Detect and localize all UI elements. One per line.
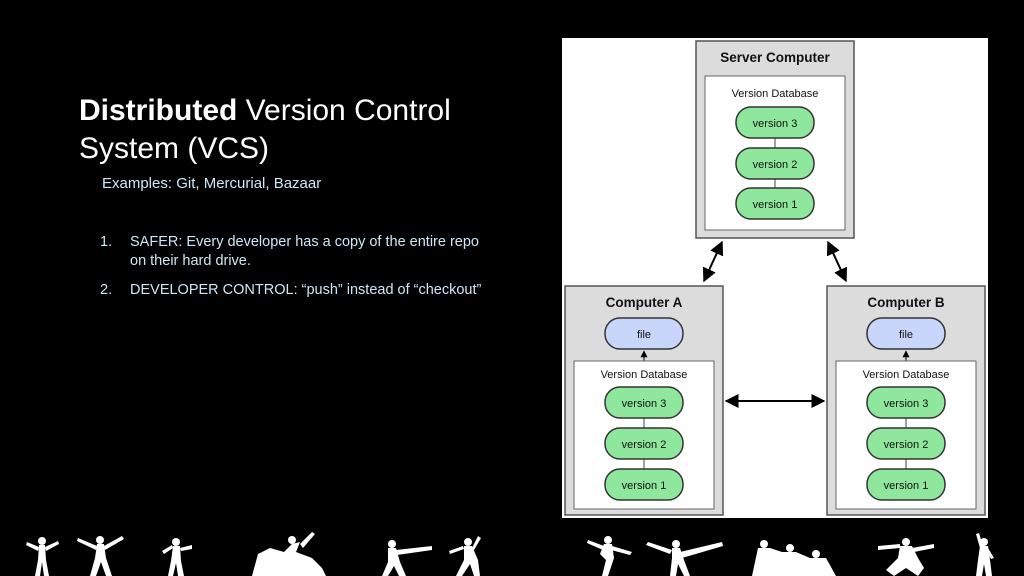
version-label: version 2 [753, 159, 798, 171]
version-pill [735, 106, 815, 139]
file-label: file [899, 329, 913, 341]
version-pill [604, 386, 684, 419]
point-number: 2. [100, 282, 113, 298]
dancer-silhouette [26, 537, 59, 576]
version-label: version 3 [884, 398, 929, 410]
point-list: 1. SAFER: Every developer has a copy of … [100, 233, 490, 310]
dancer-silhouette [162, 538, 192, 576]
dancer-silhouette [587, 536, 632, 576]
point-number: 1. [100, 234, 113, 250]
file-pill [604, 317, 684, 350]
sync-arrow-server-a [702, 240, 724, 283]
version-pill [866, 468, 946, 501]
dancer-silhouette [252, 532, 326, 576]
dancer-silhouette [77, 536, 124, 576]
version-pill [604, 468, 684, 501]
file-label: file [637, 329, 651, 341]
title-bold: Distributed [79, 94, 238, 127]
computer-a-db-label: Version Database [601, 369, 688, 381]
silhouette-strip [26, 532, 994, 576]
version-label: version 1 [622, 480, 667, 492]
file-pill [866, 317, 946, 350]
version-pill [604, 427, 684, 460]
version-pill [866, 386, 946, 419]
dancer-silhouette [449, 536, 481, 576]
dvcs-diagram: Server Computer Version Database version… [562, 38, 988, 518]
version-label: version 1 [884, 480, 929, 492]
dancer-silhouette [752, 540, 836, 576]
version-label: version 2 [622, 439, 667, 451]
point-item: 1. SAFER: Every developer has a copy of … [100, 233, 490, 271]
computer-b: Computer B file Version Database version… [826, 285, 986, 516]
dancer-silhouette [646, 540, 723, 576]
server-db-label: Version Database [732, 88, 819, 100]
version-label: version 2 [884, 439, 929, 451]
computer-b-db-label: Version Database [863, 369, 950, 381]
point-text: SAFER: Every developer has a copy of the… [130, 234, 479, 269]
computer-a: Computer A file Version Database version… [564, 285, 724, 516]
title-rest: Version Control System (VCS) [79, 94, 451, 165]
version-label: version 1 [753, 199, 798, 211]
dancer-silhouette [976, 533, 994, 576]
sync-arrow-server-b [826, 240, 848, 283]
version-label: version 3 [753, 118, 798, 130]
diagram-svg: Server Computer Version Database version… [564, 40, 986, 516]
computer-a-title: Computer A [606, 295, 683, 310]
point-item: 2. DEVELOPER CONTROL: “push” instead of … [100, 281, 490, 300]
computer-b-title: Computer B [867, 295, 945, 310]
version-label: version 3 [622, 398, 667, 410]
server-computer: Server Computer Version Database version… [695, 40, 855, 239]
dancer-silhouette [382, 540, 432, 576]
dancer-silhouette [878, 538, 934, 576]
examples-subtitle: Examples: Git, Mercurial, Bazaar [102, 175, 322, 192]
server-title: Server Computer [720, 50, 830, 65]
slide-title: Distributed Version Control System (VCS) [79, 92, 499, 168]
version-pill [735, 147, 815, 180]
point-text: DEVELOPER CONTROL: “push” instead of “ch… [130, 282, 482, 298]
version-pill [735, 187, 815, 220]
version-pill [866, 427, 946, 460]
